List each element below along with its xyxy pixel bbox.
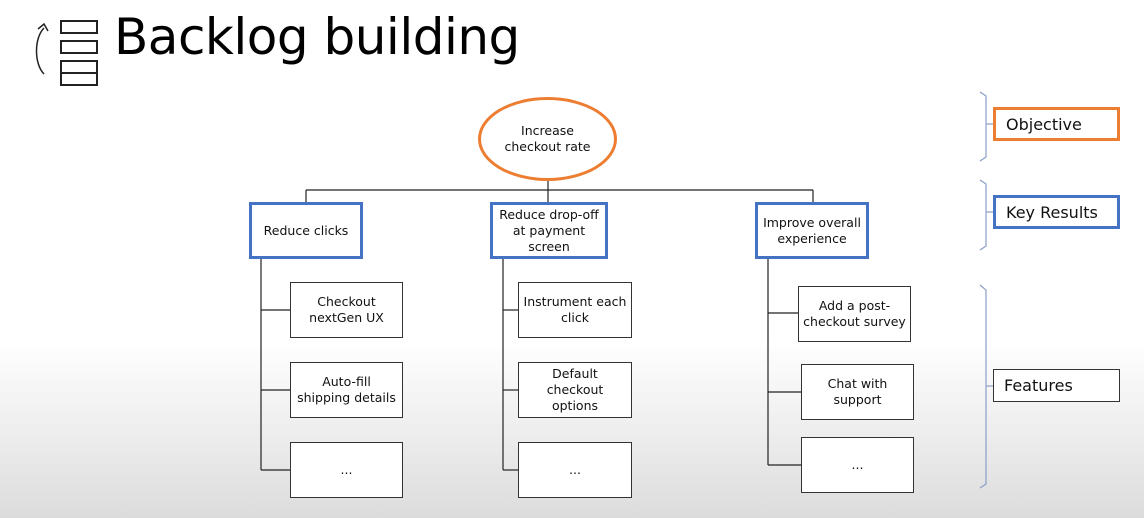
legend-key-results: Key Results	[993, 195, 1120, 229]
feature-1-2: Auto-fill shipping details	[290, 362, 403, 418]
legend-features: Features	[993, 369, 1120, 402]
feature-2-1: Instrument each click	[518, 282, 632, 338]
feature-3-1: Add a post-checkout survey	[798, 286, 911, 342]
key-result-3: Improve overall experience	[755, 202, 869, 259]
key-result-2: Reduce drop-off at payment screen	[490, 202, 608, 259]
feature-3-3: ...	[801, 437, 914, 493]
feature-3-2: Chat with support	[801, 364, 914, 420]
key-result-1: Reduce clicks	[249, 202, 363, 259]
backlog-icon	[35, 20, 98, 86]
legend-objective: Objective	[993, 107, 1120, 141]
feature-1-3: ...	[290, 442, 403, 498]
feature-2-2: Default checkout options	[518, 362, 632, 418]
objective-node: Increase checkout rate	[478, 97, 617, 181]
feature-2-3: ...	[518, 442, 632, 498]
feature-1-1: Checkout nextGen UX	[290, 282, 403, 338]
page-title: Backlog building	[114, 8, 520, 66]
